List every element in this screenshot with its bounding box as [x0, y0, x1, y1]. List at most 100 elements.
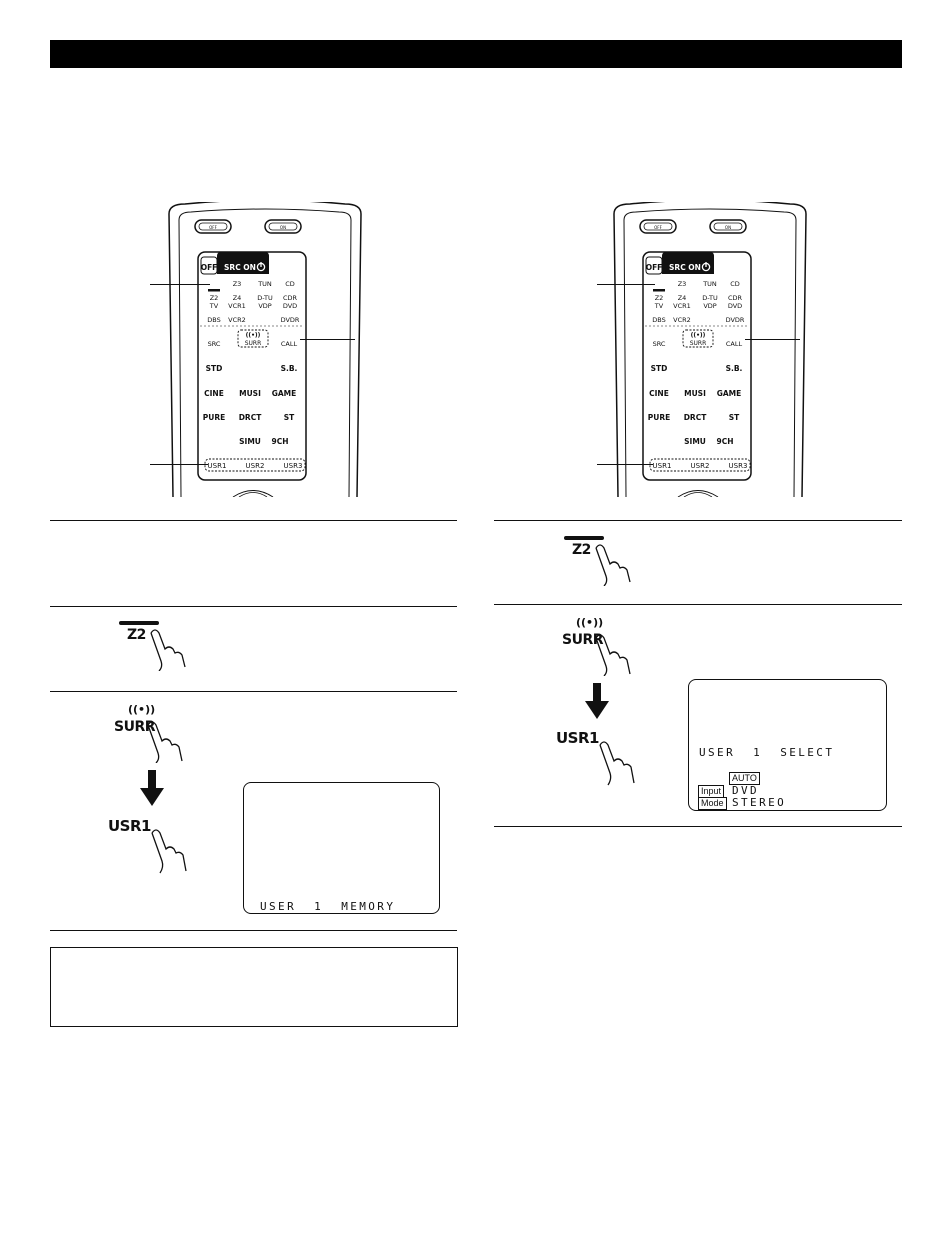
leader-line-zone: [150, 284, 210, 285]
svg-text:USR3: USR3: [284, 462, 303, 470]
svg-text:CD: CD: [730, 280, 740, 288]
surr-button-label: SURR: [114, 719, 156, 735]
svg-text:CALL: CALL: [726, 340, 743, 348]
svg-text:PURE: PURE: [648, 413, 671, 422]
svg-text:PURE: PURE: [203, 413, 226, 422]
svg-text:VCR1: VCR1: [228, 302, 246, 310]
step-divider: [50, 606, 457, 607]
pressing-hand-icon: [147, 721, 183, 763]
display-panel-select: USER 1 SELECT AUTO Input DVD Mode STEREO: [688, 679, 887, 811]
svg-text:STD: STD: [651, 364, 668, 373]
surround-waves-icon: ((•)): [128, 703, 156, 716]
pressing-hand-icon: [151, 829, 187, 874]
svg-text:Z2: Z2: [655, 294, 664, 302]
display-mode-value: STEREO: [732, 796, 787, 809]
svg-text:Z3: Z3: [233, 280, 242, 288]
svg-text:DBS: DBS: [652, 316, 665, 324]
svg-text:DRCT: DRCT: [684, 413, 708, 422]
section-header-bar: [50, 40, 902, 68]
svg-text:MUSI: MUSI: [239, 389, 261, 398]
svg-text:ST: ST: [729, 413, 740, 422]
pressing-hand-icon: [595, 634, 631, 676]
usr1-button-label: USR1: [108, 817, 151, 835]
svg-text:CINE: CINE: [204, 389, 224, 398]
display-input-value: DVD: [732, 784, 760, 797]
svg-text:TUN: TUN: [702, 280, 717, 288]
usr1-button-press-illustration: USR1: [108, 815, 203, 875]
surr-button-press-illustration: ((•)) SURR: [108, 703, 198, 763]
step-divider: [494, 520, 902, 521]
svg-text:USR2: USR2: [246, 462, 265, 470]
svg-text:D-TU: D-TU: [702, 294, 718, 302]
svg-text:USR2: USR2: [691, 462, 710, 470]
svg-text:STD: STD: [206, 364, 223, 373]
step-divider: [50, 691, 457, 692]
remote-tab-off: OFF: [201, 263, 218, 272]
z2-button-label: Z2: [572, 542, 591, 558]
remote-body: OFF ON OFF SRC ON Z3 TUN CD Z2 Z4 D-TU C…: [613, 202, 807, 497]
svg-text:CD: CD: [285, 280, 295, 288]
svg-text:SRC: SRC: [653, 340, 666, 348]
svg-text:CINE: CINE: [649, 389, 669, 398]
svg-text:Z3: Z3: [678, 280, 687, 288]
svg-text:SURR: SURR: [245, 340, 262, 347]
svg-text:Z2: Z2: [210, 294, 219, 302]
svg-text:DVD: DVD: [728, 302, 742, 310]
svg-text:9CH: 9CH: [272, 437, 289, 446]
svg-text:SIMU: SIMU: [239, 437, 261, 446]
svg-text:MUSI: MUSI: [684, 389, 706, 398]
display-text: USER 1 MEMORY: [260, 900, 396, 913]
remote-tab-off: OFF: [646, 263, 663, 272]
step-divider: [50, 520, 457, 521]
svg-text:TUN: TUN: [257, 280, 272, 288]
svg-text:SRC: SRC: [208, 340, 221, 348]
remote-illustration-left: OFF ON OFF SRC ON Z3 TUN CD Z2 Z4 D-TU C…: [165, 202, 365, 497]
svg-text:OFF: OFF: [209, 225, 217, 230]
svg-text:Z4: Z4: [233, 294, 242, 302]
svg-text:ON: ON: [725, 225, 731, 230]
svg-text:TV: TV: [654, 302, 664, 310]
step-divider: [494, 826, 902, 827]
svg-text:S.B.: S.B.: [726, 364, 743, 373]
svg-text:GAME: GAME: [272, 389, 297, 398]
svg-text:TV: TV: [209, 302, 219, 310]
svg-text:OFF: OFF: [654, 225, 662, 230]
svg-text:DRCT: DRCT: [239, 413, 263, 422]
svg-text:USR1: USR1: [208, 462, 227, 470]
remote-tab-src-on: SRC ON: [669, 263, 701, 272]
svg-text:VDP: VDP: [703, 302, 716, 310]
remote-illustration-right: OFF ON OFF SRC ON Z3 TUN CD Z2 Z4 D-TU C…: [610, 202, 810, 497]
down-arrow-icon: [585, 683, 609, 719]
svg-text:USR3: USR3: [729, 462, 748, 470]
down-arrow-icon: [140, 770, 164, 806]
surround-waves-icon: ((•)): [576, 616, 604, 629]
svg-text:D-TU: D-TU: [257, 294, 273, 302]
surr-button-label: SURR: [562, 632, 604, 648]
svg-text:SURR: SURR: [690, 340, 707, 347]
svg-text:VDP: VDP: [258, 302, 271, 310]
svg-text:9CH: 9CH: [717, 437, 734, 446]
svg-text:CALL: CALL: [281, 340, 298, 348]
leader-line-surr: [745, 339, 800, 340]
leader-line-zone: [597, 284, 655, 285]
svg-text:DBS: DBS: [207, 316, 220, 324]
svg-text:VCR1: VCR1: [673, 302, 691, 310]
usr1-button-press-illustration: USR1: [556, 727, 651, 787]
svg-text:DVDR: DVDR: [281, 316, 300, 324]
pressing-hand-icon: [564, 536, 631, 586]
svg-text:DVDR: DVDR: [726, 316, 745, 324]
pressing-hand-icon: [119, 621, 186, 671]
svg-text:DVD: DVD: [283, 302, 297, 310]
display-auto-tag: AUTO: [729, 772, 760, 785]
pressing-hand-icon: [599, 741, 635, 786]
z2-button-press-illustration: Z2: [115, 615, 195, 671]
svg-text:((•)): ((•)): [246, 332, 261, 339]
step-divider: [494, 604, 902, 605]
step-divider: [50, 930, 457, 931]
svg-text:ST: ST: [284, 413, 295, 422]
leader-line-user: [597, 464, 653, 465]
surr-button-press-illustration: ((•)) SURR: [556, 616, 646, 676]
leader-line-user: [150, 464, 208, 465]
display-text: USER 1 SELECT: [699, 746, 835, 759]
svg-text:S.B.: S.B.: [281, 364, 298, 373]
